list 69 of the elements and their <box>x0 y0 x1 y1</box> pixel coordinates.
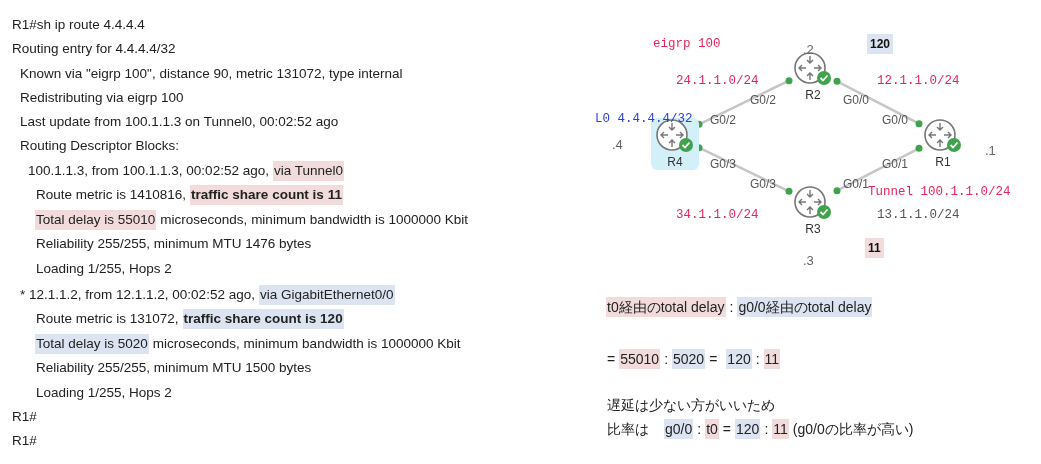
highlighted-text: via Tunnel0 <box>272 161 344 181</box>
highlighted-text: t0経由のtotal delay <box>606 297 726 317</box>
text-line: Redistributing via eigrp 100 <box>19 89 185 107</box>
text-line: Route metric is 131072, <box>35 310 180 328</box>
text-line: : <box>728 298 735 317</box>
text-line: Reliability 255/255, minimum MTU 1476 bytes <box>35 235 313 253</box>
router-name: R1 <box>935 155 951 169</box>
text-line: (g0/0の比率が高い) <box>791 420 915 439</box>
text-line: Reliability 255/255, minimum MTU 1500 bytes <box>35 359 313 377</box>
text-line: R1# <box>11 408 38 426</box>
router-name: R4 <box>667 155 683 169</box>
highlighted-text: Total delay is 5020 <box>35 334 149 354</box>
host-address: .4 <box>612 137 623 152</box>
highlighted-text: traffic share count is 11 <box>190 185 343 205</box>
network-label: 24.1.1.0/24 <box>676 73 759 89</box>
interface-label: G0/3 <box>710 156 736 172</box>
network-label: Tunnel 100.1.1.0/24 <box>868 185 1011 200</box>
text-line: microseconds, minimum bandwidth is 1000000 Kbit <box>151 335 462 353</box>
text-line: Last update from 100.1.1.3 on Tunnel0, 00:02:52 ago <box>19 113 340 131</box>
highlighted-text: via GigabitEthernet0/0 <box>258 285 395 305</box>
highlighted-text: t0 <box>705 419 719 439</box>
text-line: = <box>606 350 617 369</box>
interface-label: G0/1 <box>882 156 908 172</box>
text-line: : <box>696 420 703 439</box>
share-count-label: 120 <box>867 34 894 54</box>
text-line: 遅延は少ない方がいいため <box>606 396 776 415</box>
highlighted-text: 5020 <box>672 349 706 369</box>
text-line: : <box>663 350 669 369</box>
highlighted-text: Total delay is 55010 <box>35 210 157 230</box>
text-line: : <box>754 350 761 369</box>
text-line: * 12.1.1.2, from 12.1.1.2, 00:02:52 ago, <box>19 286 256 304</box>
interface-label: G0/2 <box>710 112 736 128</box>
highlighted-text: 11 <box>763 349 781 369</box>
text-line: 比率は <box>606 420 650 439</box>
text-line: = <box>721 420 732 439</box>
highlighted-text: 120 <box>735 419 761 439</box>
highlighted-text: 11 <box>772 419 789 439</box>
highlighted-text: traffic share count is 120 <box>182 309 344 329</box>
host-address: .3 <box>803 253 814 268</box>
text-line: Routing entry for 4.4.4.4/32 <box>11 40 177 58</box>
text-line: Route metric is 1410816, <box>35 186 188 204</box>
interface-label: G0/3 <box>750 176 776 192</box>
network-label: 34.1.1.0/24 <box>676 207 759 223</box>
highlighted-text: g0/0 <box>664 419 694 439</box>
highlighted-text: g0/0経由のtotal delay <box>737 297 873 317</box>
text-line: Known via "eigrp 100", distance 90, metric 131072, type internal <box>19 65 404 83</box>
text-line: R1# <box>11 432 38 450</box>
network-label: 13.1.1.0/24 <box>877 207 960 223</box>
interface-label: G0/0 <box>843 92 869 108</box>
highlighted-text: 55010 <box>619 349 661 369</box>
network-label: L0 4.4.4.4/32 <box>595 111 693 127</box>
host-address: .1 <box>985 143 996 158</box>
text-line: 100.1.1.3, from 100.1.1.3, 00:02:52 ago, <box>27 162 270 180</box>
router-name: R2 <box>805 88 821 102</box>
text-line: microseconds, minimum bandwidth is 1000000 Kbit <box>159 211 469 229</box>
share-count-label: 11 <box>865 238 884 258</box>
network-label: 12.1.1.0/24 <box>877 73 960 89</box>
text-line: : <box>763 420 770 439</box>
text-line: Loading 1/255, Hops 2 <box>35 260 173 278</box>
interface-label: G0/0 <box>882 112 908 128</box>
text-line: R1#sh ip route 4.4.4.4 <box>11 16 146 34</box>
interface-label: G0/2 <box>750 92 776 108</box>
text-line: Loading 1/255, Hops 2 <box>35 384 173 402</box>
network-label: eigrp 100 <box>653 36 721 52</box>
interface-label: G0/1 <box>843 176 869 191</box>
highlighted-text: 120 <box>726 349 752 369</box>
text-line: = <box>708 350 719 369</box>
text-line: Routing Descriptor Blocks: <box>19 137 181 155</box>
router-name: R3 <box>805 222 821 236</box>
